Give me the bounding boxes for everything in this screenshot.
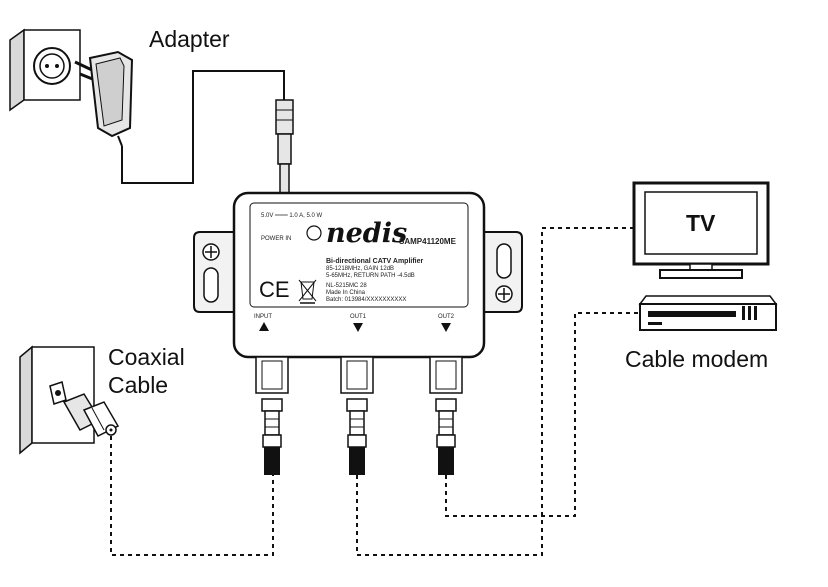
spec-forward: 85-1218MHz, GAIN 12dB — [326, 266, 395, 272]
port-input-label: INPUT — [254, 314, 272, 320]
model-number: SAMP41120ME — [399, 237, 456, 246]
ce-mark: CE — [259, 277, 290, 302]
brand-logo: nedis — [326, 218, 408, 249]
cable-modem-label: Cable modem — [625, 346, 769, 372]
wall-socket — [9, 28, 81, 112]
weee-bin-icon — [298, 279, 317, 304]
spec-return: 5-65MHz, RETURN PATH -4.5dB — [326, 273, 415, 279]
connector-out2 — [429, 356, 463, 475]
coax-plug — [62, 393, 120, 437]
made-in: Made In China — [326, 290, 366, 296]
cable-out2-to-modem — [445, 312, 640, 517]
batch-number: Batch: 013984/XXXXXXXXXX — [326, 297, 407, 303]
coaxial-label: Coaxial — [108, 344, 185, 370]
cable-out1-to-tv — [356, 227, 634, 556]
dc-plug — [275, 99, 294, 195]
cable-label: Cable — [108, 372, 169, 398]
cable-coax-to-input — [110, 436, 274, 556]
connector-input — [255, 356, 289, 475]
power-rating: 5.0V ═══ 1.0 A, 5.0 W — [261, 213, 323, 219]
amplifier-body — [193, 191, 523, 359]
port-out1-label: OUT1 — [350, 314, 367, 320]
connector-out1 — [340, 356, 374, 475]
cable-modem-icon — [638, 295, 778, 331]
tv-label: TV — [686, 210, 716, 236]
out2-arrow-icon — [441, 323, 451, 332]
product-name: Bi-directional CATV Amplifier — [326, 258, 424, 265]
out1-arrow-icon — [353, 323, 363, 332]
input-arrow-icon — [259, 322, 269, 331]
power-adapter — [74, 50, 134, 147]
tv-icon — [632, 181, 770, 279]
port-out2-label: OUT2 — [438, 314, 455, 320]
power-cable — [121, 70, 285, 184]
adapter-label: Adapter — [149, 26, 230, 52]
product-code: NL-5215MC 28 — [326, 283, 367, 289]
power-in-label: POWER IN — [261, 236, 292, 242]
